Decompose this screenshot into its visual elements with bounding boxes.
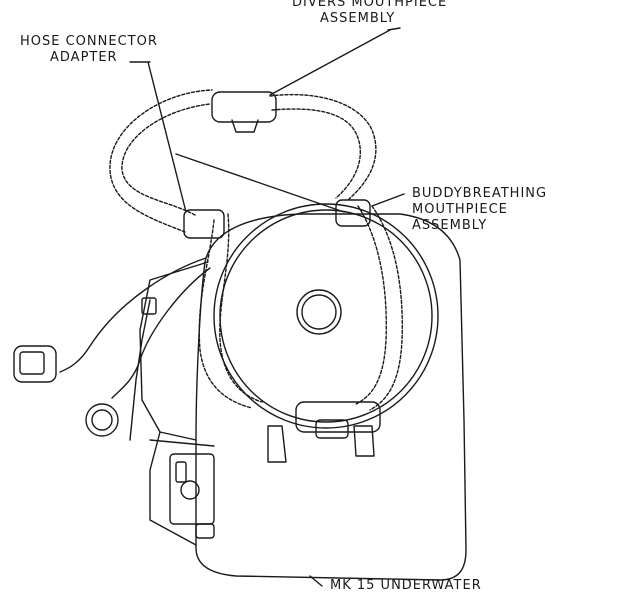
bottom-leader bbox=[309, 575, 323, 587]
divers-leader-tick bbox=[387, 27, 401, 31]
panel-slot bbox=[175, 461, 187, 483]
backpack-side-panel bbox=[149, 431, 197, 546]
buddy-mouthpiece-body bbox=[295, 401, 381, 433]
hose-right-side bbox=[355, 205, 387, 405]
control-panel bbox=[169, 453, 215, 525]
hose-right-side-outer bbox=[369, 205, 403, 411]
display-screen bbox=[19, 351, 45, 375]
hose-left-side-outer bbox=[219, 213, 263, 403]
right-hose-adapter bbox=[335, 199, 371, 227]
canister-outer bbox=[213, 203, 439, 429]
buddybreathing-label-2: MOUTHPIECE bbox=[412, 202, 508, 217]
backpack-body bbox=[195, 213, 467, 581]
strap-buckle bbox=[141, 297, 157, 315]
canister-center-knob bbox=[296, 289, 342, 335]
buddy-mouthpiece-valve-right bbox=[353, 425, 375, 457]
mk15-underwater-label: MK 15 UNDERWATER bbox=[330, 578, 482, 593]
divers-mouthpiece-label-2: ASSEMBLY bbox=[320, 11, 396, 26]
crossing-line bbox=[175, 153, 345, 213]
buddybreathing-label-3: ASSEMBLY bbox=[412, 218, 488, 233]
gauge-cable-2 bbox=[111, 267, 211, 399]
buddy-mouthpiece-valve-left bbox=[267, 425, 287, 463]
divers-mouthpiece-label-1: DIVERS MOUTHPIECE bbox=[292, 0, 448, 10]
hose-connector-label-1: HOSE CONNECTOR bbox=[20, 34, 158, 49]
lower-strap bbox=[149, 439, 215, 447]
display-unit bbox=[13, 345, 57, 383]
buddybreathing-label-1: BUDDYBREATHING bbox=[412, 186, 548, 201]
buddy-leader bbox=[371, 193, 405, 207]
gauge-cable bbox=[59, 257, 207, 373]
hose-loop-left-outer bbox=[109, 89, 213, 233]
pressure-gauge bbox=[85, 403, 119, 437]
left-hose-adapter bbox=[183, 209, 225, 239]
buddy-mouthpiece-center bbox=[315, 419, 349, 439]
pressure-gauge-face bbox=[91, 409, 113, 431]
hose-left-side bbox=[198, 219, 253, 409]
hose-loop-right-outer bbox=[271, 108, 361, 199]
canister-knob-ring bbox=[301, 294, 337, 330]
control-knob bbox=[180, 480, 200, 500]
hose-loop-right bbox=[269, 93, 377, 201]
hose-connector-leader bbox=[147, 61, 187, 213]
harness-strap bbox=[129, 299, 151, 441]
hose-loop-left bbox=[121, 103, 211, 216]
bottom-clip bbox=[195, 523, 215, 539]
divers-mouthpiece-bit bbox=[231, 119, 259, 133]
divers-mouthpiece-body bbox=[211, 91, 277, 123]
canister-inner bbox=[219, 209, 433, 423]
hose-connector-label-2: ADAPTER bbox=[50, 50, 118, 65]
divers-mouthpiece-leader bbox=[269, 29, 391, 96]
